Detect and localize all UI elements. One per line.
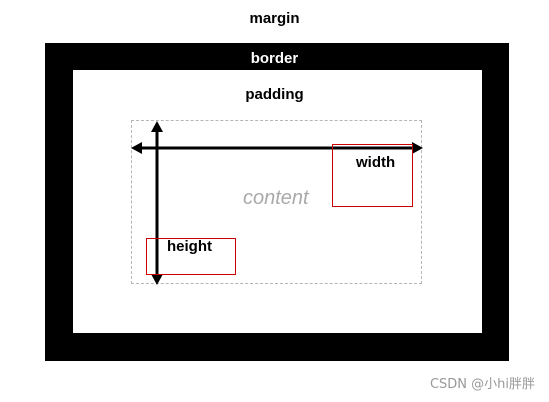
padding-label: padding: [245, 86, 304, 103]
content-box: [131, 120, 422, 284]
content-label: content: [243, 187, 309, 209]
width-highlight-box: [332, 144, 413, 207]
height-label: height: [167, 238, 212, 255]
border-label: border: [250, 50, 299, 67]
padding-box: [73, 70, 482, 333]
height-highlight-box: [146, 238, 236, 275]
width-label: width: [356, 154, 396, 171]
watermark: CSDN @小hi胖胖: [429, 377, 535, 392]
margin-label: margin: [249, 10, 300, 27]
